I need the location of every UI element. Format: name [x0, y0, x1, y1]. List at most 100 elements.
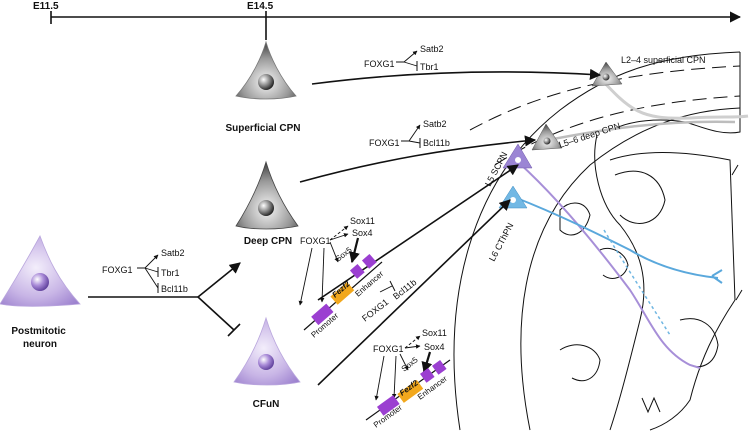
deep-cpn-axon	[547, 120, 736, 142]
thalamus-region	[609, 152, 736, 431]
low-promoter-box	[376, 395, 400, 416]
cfun-body	[233, 316, 301, 386]
postmitotic-neuron: Postmitotic neuron	[0, 235, 81, 350]
up-foxg1-down-arrow	[298, 247, 313, 306]
cthpn-axon	[513, 196, 719, 279]
up-sox4: Sox4	[352, 228, 373, 238]
sup-satb2-arrow	[396, 50, 418, 63]
deep-regulation: FOXG1 Satb2 Bcl11b	[369, 119, 450, 148]
up-foxg1: FOXG1	[300, 236, 331, 246]
up-sox4-bold-arrow	[349, 237, 360, 264]
to-cfun-inhibit-bar	[227, 323, 241, 337]
axon-projections	[513, 76, 749, 369]
to-deep-cpn-arrow	[197, 262, 241, 298]
nucleus-outline	[599, 247, 629, 279]
deep-cpn-label: Deep CPN	[244, 236, 292, 247]
scpn-axon	[517, 161, 701, 369]
cthpn-axon-terminal	[711, 269, 723, 284]
low-sox5: Sox5	[400, 355, 420, 374]
superficial-cpn-body	[235, 40, 297, 100]
sup-tbr1: Tbr1	[420, 62, 439, 72]
deep-bcl11b: Bcl11b	[423, 138, 450, 148]
deep-to-brain-arrow	[299, 135, 537, 183]
deep-bcl11b-link	[408, 140, 421, 144]
up-sox11-arrow	[329, 225, 349, 241]
sup-foxg1: FOXG1	[364, 59, 395, 69]
sup-satb2: Satb2	[420, 44, 444, 54]
cthpn-axon-branch	[603, 229, 671, 336]
l2-4-neuron-nucleus	[602, 73, 610, 81]
up-promoter-arrow	[319, 247, 325, 303]
l5-6-neuron	[531, 123, 563, 151]
timeline-mid-label: E14.5	[247, 1, 274, 12]
low-sox11: Sox11	[422, 328, 447, 338]
up-enhancer-box-2	[361, 253, 377, 269]
l5-6-neuron-nucleus	[543, 137, 551, 145]
up-sox5-arrow	[329, 241, 339, 263]
low-bcl11b-link	[379, 285, 393, 293]
scpn-neuron-nucleus	[515, 157, 521, 163]
brain-inner-contour	[520, 107, 741, 431]
cfun-label: CFuN	[253, 399, 280, 410]
hippocampus-outline	[559, 202, 591, 236]
low-promoter-arrow	[391, 355, 397, 399]
pm-satb2: Satb2	[161, 248, 185, 258]
striatum-boundary	[594, 134, 645, 431]
postmitotic-regulation: FOXG1 Satb2 Tbr1 Bcl11b	[102, 248, 188, 294]
up-fezf2-box	[330, 282, 355, 305]
deep-cpn-nucleus	[258, 200, 274, 216]
upper-fezf2-cassette: FOXG1 Sox11 Sox4 Sox5 Fezf2 Promoter Enh…	[298, 216, 385, 340]
ventral-nucleus	[559, 344, 601, 382]
postmitotic-nucleus	[31, 273, 49, 291]
pm-satb2-arrow	[137, 254, 159, 269]
pm-tbr1-link	[144, 267, 159, 273]
timeline: E11.5 E14.5	[33, 1, 742, 40]
pm-tbr1: Tbr1	[161, 268, 180, 278]
low-bcl11b-bar	[389, 280, 396, 292]
low-sox11-arrow	[404, 335, 421, 349]
sup-tbr1-link	[403, 61, 418, 67]
ventral-notch	[641, 396, 661, 414]
up-sox11: Sox11	[350, 216, 375, 226]
postmitotic-cell-body	[0, 235, 81, 307]
superficial-cpn-cell: Superficial CPN	[225, 40, 301, 134]
up-promoter-box	[311, 303, 334, 326]
superficial-cpn-label: Superficial CPN	[225, 123, 300, 134]
ventricle-outline	[614, 170, 666, 224]
layer-boundary-upper	[469, 65, 741, 131]
low-enhancer-box-2	[432, 360, 447, 375]
superficial-regulation: FOXG1 Satb2 Tbr1	[364, 44, 444, 72]
deep-cpn-cell: Deep CPN	[235, 160, 299, 247]
lineage-arrows	[88, 68, 602, 386]
cfun-cell: CFuN	[233, 316, 301, 410]
pm-foxg1: FOXG1	[102, 265, 133, 275]
deep-satb2-arrow	[401, 124, 421, 142]
superficial-to-brain-arrow	[311, 68, 602, 85]
cfun-to-cthpn-arrow	[317, 199, 511, 386]
low-foxg1: FOXG1	[373, 344, 404, 354]
brain-outer-contour	[453, 51, 741, 431]
deep-foxg1: FOXG1	[369, 138, 400, 148]
low-sox5-arrow	[399, 353, 409, 371]
deep-satb2: Satb2	[423, 119, 447, 129]
thalamic-nucleus	[679, 318, 719, 367]
pm-bcl11b: Bcl11b	[161, 284, 188, 294]
low-fezf2-box	[397, 379, 424, 403]
superficial-axon	[598, 76, 749, 120]
up-sox4-arrow	[329, 233, 349, 241]
low-sox4-arrow	[404, 344, 421, 349]
low-enhancer-box-1	[420, 368, 435, 383]
midline-ticks	[731, 164, 743, 301]
brain-neurons	[498, 61, 623, 209]
low-bcl11b: Bcl11b	[391, 277, 418, 301]
low-sox4-bold-arrow	[421, 351, 433, 374]
pm-bcl11b-link	[144, 267, 159, 289]
cthpn-neuron-nucleus	[510, 197, 516, 203]
to-cfun-inhibit	[197, 296, 235, 331]
up-enhancer-box-1	[349, 263, 365, 279]
deep-cpn-body	[235, 160, 299, 230]
superficial-cpn-nucleus	[258, 74, 274, 90]
low-sox4: Sox4	[424, 342, 445, 352]
postmitotic-label: Postmitotic neuron	[11, 326, 68, 350]
